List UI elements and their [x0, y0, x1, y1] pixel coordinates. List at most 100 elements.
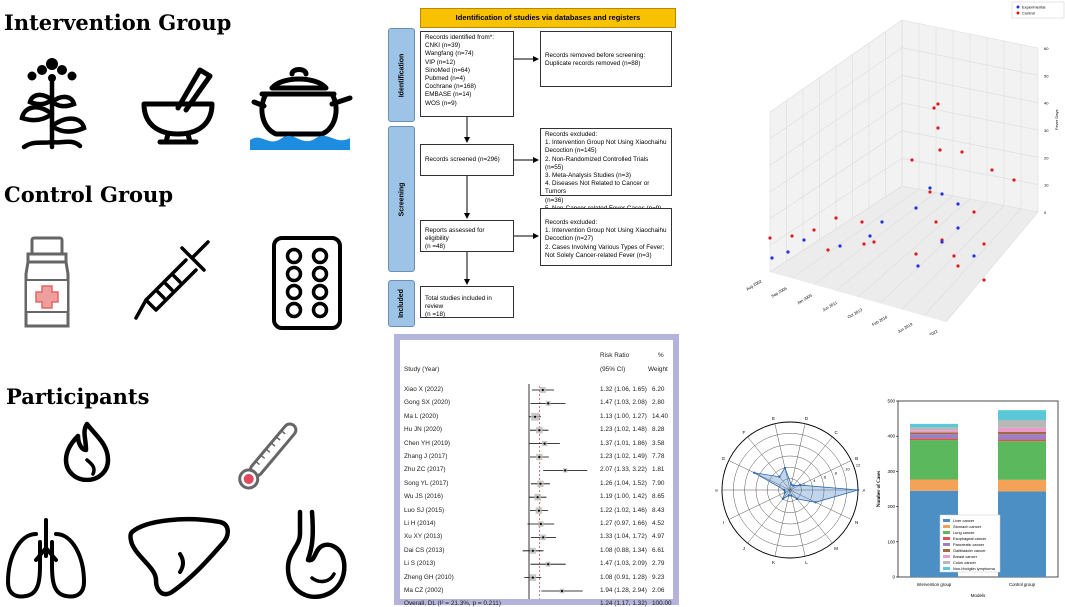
participants-title: Participants	[6, 384, 150, 409]
study-label: Overall, DL (I² = 21.3%, p = 0.211)	[404, 600, 501, 607]
radar-point	[814, 501, 817, 504]
experimental-point	[868, 234, 872, 238]
control-point	[928, 190, 932, 194]
risk-ratio-ci: 1.23 (1.02, 1.49)	[600, 453, 647, 460]
radar-spoke	[728, 489, 791, 520]
prisma-arrows	[464, 56, 539, 285]
mortar-pestle-icon	[141, 67, 215, 145]
date-tick-label: Feb 2016	[871, 314, 889, 327]
radar-spoke-label: D	[805, 416, 809, 421]
control-point	[934, 220, 938, 224]
study-label: Dai CS (2013)	[404, 546, 445, 554]
risk-ratio-ci: 1.47 (1.03, 2.08)	[600, 399, 647, 407]
col-study-header: Study (Year)	[404, 366, 440, 373]
radar-point	[790, 483, 793, 486]
legend-label: Stomach cancer	[953, 524, 982, 529]
experimental-point	[956, 226, 960, 230]
legend-marker-control	[1016, 11, 1020, 15]
control-point	[956, 264, 960, 268]
legend-label: Gallbladder cancer	[953, 548, 986, 553]
study-label: Hu JN (2020)	[404, 426, 443, 434]
radar-spoke	[789, 489, 852, 520]
y-tick-label: 200	[887, 504, 895, 509]
experimental-point	[770, 256, 774, 260]
point-estimate	[543, 442, 546, 445]
floor-pane	[770, 186, 1038, 322]
z-tick-label: 30	[1044, 128, 1049, 133]
radar-spoke-label: J	[743, 546, 745, 551]
records-screened-box: Records screened (n=296)	[420, 144, 514, 176]
legend-swatch	[943, 537, 950, 540]
study-weight: 4.52	[652, 520, 665, 527]
risk-ratio-ci: 1.33 (1.04, 1.72)	[600, 533, 647, 541]
bar-segment	[910, 423, 958, 428]
intervention-group-title: Intervention Group	[4, 10, 232, 35]
grid-line	[835, 195, 954, 291]
study-label: Li H (2014)	[404, 520, 436, 527]
bar-segment	[998, 420, 1046, 428]
control-point	[936, 126, 940, 130]
study-weight: 3.58	[652, 439, 665, 447]
risk-ratio-ci: 1.47 (1.03, 2.09)	[600, 560, 647, 568]
study-label: Li S (2013)	[404, 560, 436, 568]
col-pct-header: %	[658, 352, 664, 359]
control-point	[768, 236, 772, 240]
pill-blister-icon	[272, 236, 342, 330]
study-weight: 8.28	[652, 426, 665, 434]
stage-identification: Identification	[388, 28, 415, 122]
forest-plot: Study (Year) Risk Ratio (95% CI) % Weigh…	[394, 334, 679, 607]
radar-spoke	[747, 436, 791, 491]
date-tick-label: Jun 2022	[922, 328, 939, 335]
y-tick-label: 0	[892, 575, 895, 580]
risk-ratio-ci: 1.32 (1.06, 1.65)	[600, 386, 647, 393]
reports-assessed-box: Reports assessed for eligibility (n =48)	[420, 220, 514, 252]
point-estimate	[538, 455, 541, 459]
bar-segment	[998, 441, 1046, 480]
radar-point	[778, 475, 781, 478]
legend-box	[1011, 1, 1065, 19]
study-weight: 9.23	[652, 573, 665, 581]
risk-ratio-ci: 1.26 (1.04, 1.52)	[600, 479, 647, 487]
date-tick-label: Jun 2019	[897, 321, 914, 334]
legend-swatch	[943, 549, 950, 552]
control-point	[982, 242, 986, 246]
fever-flame-icon	[63, 421, 111, 482]
radar-spoke	[774, 489, 791, 557]
radar-spoke-label: B	[855, 456, 858, 461]
study-label: Zheng GH (2010)	[404, 573, 454, 581]
x-axis-label: Models	[971, 593, 986, 598]
bar-segment	[998, 427, 1046, 432]
risk-ratio-ci: 1.27 (0.97, 1.66)	[600, 520, 647, 527]
study-label: Luo SJ (2015)	[404, 506, 445, 514]
radar-area	[754, 467, 859, 503]
control-point	[990, 168, 994, 172]
control-point	[826, 248, 830, 252]
study-label: Ma CZ (2002)	[404, 587, 444, 594]
grid-line	[945, 211, 1039, 323]
stomach-icon	[285, 509, 347, 600]
radar-spoke-label: M	[834, 546, 838, 551]
experimental-point	[914, 206, 918, 210]
radar-point	[790, 494, 793, 497]
records-removed-box: Records removed before screening: Duplic…	[540, 31, 672, 87]
study-weight: 7.78	[652, 453, 665, 460]
forest-plot-graph: .2514	[522, 384, 588, 599]
study-label: Zhang J (2017)	[404, 453, 448, 460]
experimental-point	[880, 220, 884, 224]
study-weight: 6.20	[652, 386, 665, 393]
z-tick-label: 60	[1044, 46, 1049, 51]
experimental-point	[928, 186, 932, 190]
radar-spoke	[789, 436, 833, 491]
control-point	[932, 106, 936, 110]
radar-spoke-label: N	[855, 520, 858, 525]
stage-included: Included	[388, 280, 415, 327]
radar-point	[783, 491, 787, 494]
risk-ratio-ci: 1.23 (1.02, 1.48)	[600, 426, 647, 434]
point-estimate	[542, 536, 545, 539]
radar-spoke-label: L	[805, 560, 808, 565]
point-estimate	[541, 388, 544, 392]
study-weight: 2.80	[652, 399, 665, 407]
control-point	[972, 210, 976, 214]
